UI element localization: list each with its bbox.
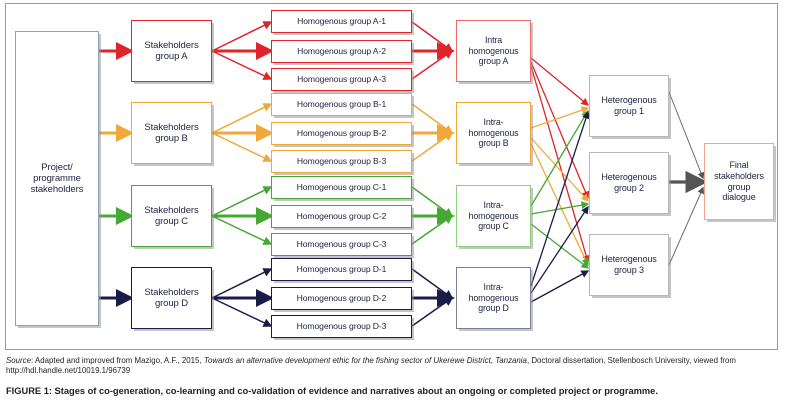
node-label: Homogenous group A-2 xyxy=(297,46,386,57)
node-stakeholders-group-d[interactable]: Stakeholders group D xyxy=(131,267,212,329)
figure-caption: FIGURE 1: Stages of co-generation, co-le… xyxy=(6,386,658,396)
source-title: Towards an alternative development ethic… xyxy=(203,356,527,365)
node-label: Homogenous group C-2 xyxy=(296,211,387,222)
node-label: Intra homogenous group A xyxy=(468,35,519,67)
node-homogenous-d-3[interactable]: Homogenous group D-3 xyxy=(271,315,412,338)
node-homogenous-b-1[interactable]: Homogenous group B-1 xyxy=(271,93,412,116)
node-stakeholders-group-c[interactable]: Stakeholders group C xyxy=(131,185,212,247)
node-label: Homogenous group C-3 xyxy=(296,239,387,250)
node-label: Homogenous group A-1 xyxy=(297,16,386,27)
node-label: Intra- homogenous group C xyxy=(468,200,519,232)
node-label: Heterogenous group 3 xyxy=(601,254,657,275)
node-heterogenous-group-1[interactable]: Heterogenous group 1 xyxy=(589,75,669,137)
node-label: Stakeholders group C xyxy=(144,204,199,227)
node-homogenous-a-1[interactable]: Homogenous group A-1 xyxy=(271,10,412,33)
node-label: Stakeholders group B xyxy=(144,121,199,144)
node-label: Heterogenous group 1 xyxy=(601,95,657,116)
node-label: Homogenous group D-2 xyxy=(296,293,387,304)
node-intra-homogenous-c[interactable]: Intra- homogenous group C xyxy=(456,185,531,247)
node-stakeholders-group-b[interactable]: Stakeholders group B xyxy=(131,102,212,164)
node-label: Homogenous group B-3 xyxy=(296,156,387,167)
node-label: Homogenous group D-1 xyxy=(296,264,387,275)
source-text-before: : Adapted and improved from Mazigo, A.F.… xyxy=(31,356,204,365)
node-intra-homogenous-d[interactable]: Intra- homogenous group D xyxy=(456,267,531,329)
node-homogenous-b-3[interactable]: Homogenous group B-3 xyxy=(271,150,412,173)
arrow-layer xyxy=(99,21,708,327)
node-homogenous-d-2[interactable]: Homogenous group D-2 xyxy=(271,287,412,310)
node-stakeholders-group-a[interactable]: Stakeholders group A xyxy=(131,20,212,82)
node-label: Stakeholders group A xyxy=(144,39,199,62)
node-label: Homogenous group B-1 xyxy=(296,99,387,110)
node-homogenous-a-2[interactable]: Homogenous group A-2 xyxy=(271,40,412,63)
source-label: Source xyxy=(6,356,32,365)
node-heterogenous-group-3[interactable]: Heterogenous group 3 xyxy=(589,234,669,296)
node-label: Heterogenous group 2 xyxy=(601,172,657,193)
node-project-stakeholders[interactable]: Project/ programme stakeholders xyxy=(15,31,99,326)
node-label: Intra- homogenous group D xyxy=(468,282,519,314)
node-label: Project/ programme stakeholders xyxy=(30,161,84,196)
node-label: Homogenous group C-1 xyxy=(296,182,387,193)
node-homogenous-d-1[interactable]: Homogenous group D-1 xyxy=(271,258,412,281)
node-heterogenous-group-2[interactable]: Heterogenous group 2 xyxy=(589,152,669,214)
source-note: Source: Adapted and improved from Mazigo… xyxy=(6,356,781,377)
node-homogenous-a-3[interactable]: Homogenous group A-3 xyxy=(271,68,412,91)
node-homogenous-c-2[interactable]: Homogenous group C-2 xyxy=(271,205,412,228)
node-final-stakeholders-dialogue[interactable]: Final stakeholders group dialogue xyxy=(704,143,774,220)
node-label: Intra- homogenous group B xyxy=(468,117,519,149)
node-homogenous-c-3[interactable]: Homogenous group C-3 xyxy=(271,233,412,256)
node-homogenous-c-1[interactable]: Homogenous group C-1 xyxy=(271,176,412,199)
node-label: Final stakeholders group dialogue xyxy=(714,160,764,203)
node-label: Homogenous group D-3 xyxy=(296,321,387,332)
source-text-after: , Doctoral dissertation, Stellenbosch Un… xyxy=(6,356,736,376)
node-label: Stakeholders group D xyxy=(144,286,199,309)
node-homogenous-b-2[interactable]: Homogenous group B-2 xyxy=(271,122,412,145)
node-intra-homogenous-b[interactable]: Intra- homogenous group B xyxy=(456,102,531,164)
node-intra-homogenous-a[interactable]: Intra homogenous group A xyxy=(456,20,531,82)
node-label: Homogenous group B-2 xyxy=(296,128,387,139)
node-label: Homogenous group A-3 xyxy=(297,74,386,85)
